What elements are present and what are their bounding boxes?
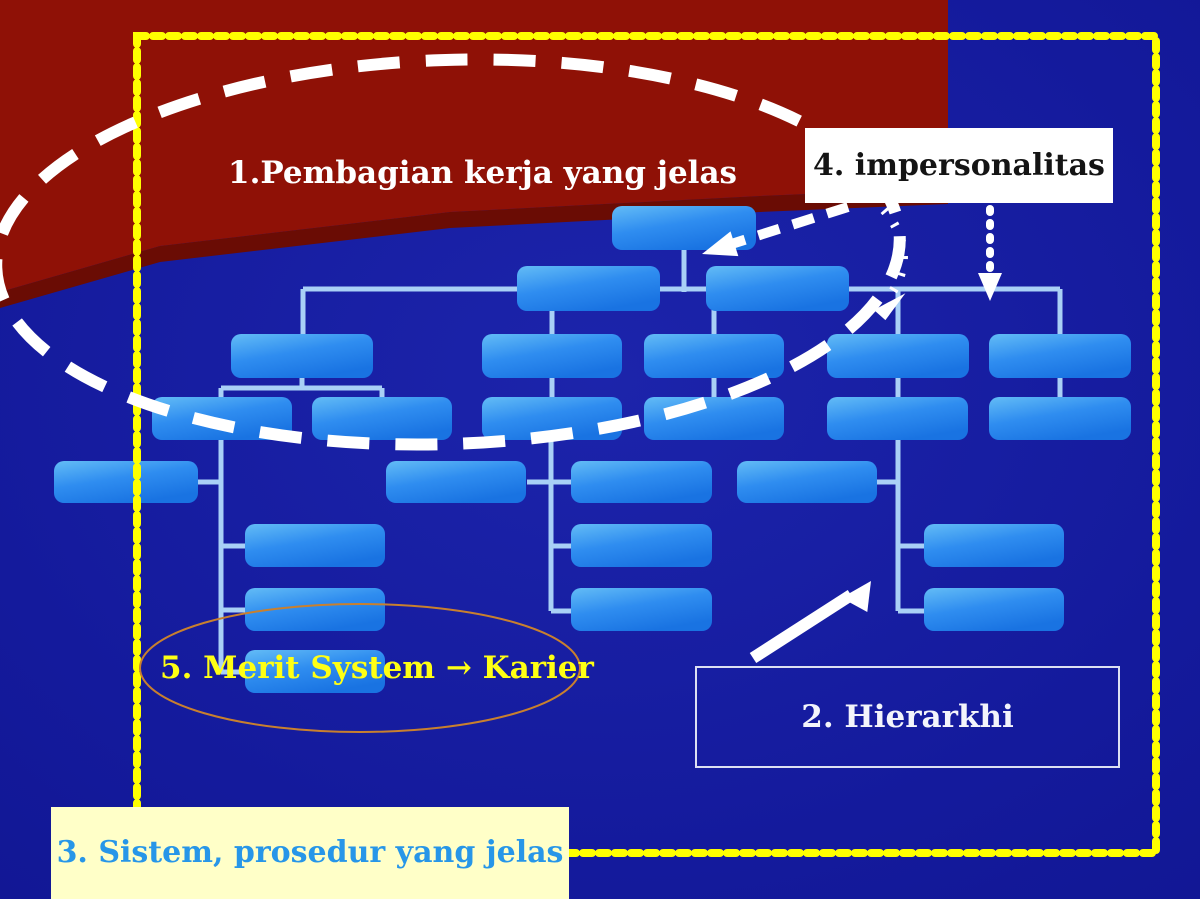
org-box [54,461,198,503]
org-box [989,334,1131,378]
dashed-highlight-ellipse [0,53,906,451]
org-box [482,397,622,440]
org-box [482,334,622,378]
org-box [571,588,712,631]
org-box [924,588,1064,631]
org-box [312,397,452,440]
sistem-prosedur-box: 3. Sistem, prosedur yang jelas [51,807,569,899]
org-box [517,266,660,311]
dotted-arc-arrow [874,207,908,321]
org-box [924,524,1064,567]
org-box [571,461,712,503]
org-box [644,334,784,378]
label-pembagian-kerja: 1.Pembagian kerja yang jelas [228,155,737,191]
dotted-vertical-arrow [978,205,1002,301]
org-chart-boxes [54,206,1131,693]
hierarkhi-box: 2. Hierarkhi [695,666,1120,768]
org-box [231,334,373,378]
red-corner-region [0,0,948,292]
org-box [989,397,1131,440]
org-box [245,588,385,631]
org-box [706,266,849,311]
org-box [245,524,385,567]
merit-highlight-ellipse [139,603,581,733]
org-box [571,524,712,567]
org-box [644,397,784,440]
dashed-arrow-to-root [702,202,850,257]
solid-arrow-hierarchy [749,581,871,664]
org-box [245,650,385,693]
org-box [737,461,877,503]
org-box [827,334,969,378]
label-merit-system: 5. Merit System → Karier [160,650,594,686]
org-box [386,461,526,503]
yellow-dotted-border [133,32,1160,857]
org-box [152,397,292,440]
org-box [612,206,756,250]
org-box [827,397,968,440]
impersonalitas-box: 4. impersonalitas [805,128,1113,203]
